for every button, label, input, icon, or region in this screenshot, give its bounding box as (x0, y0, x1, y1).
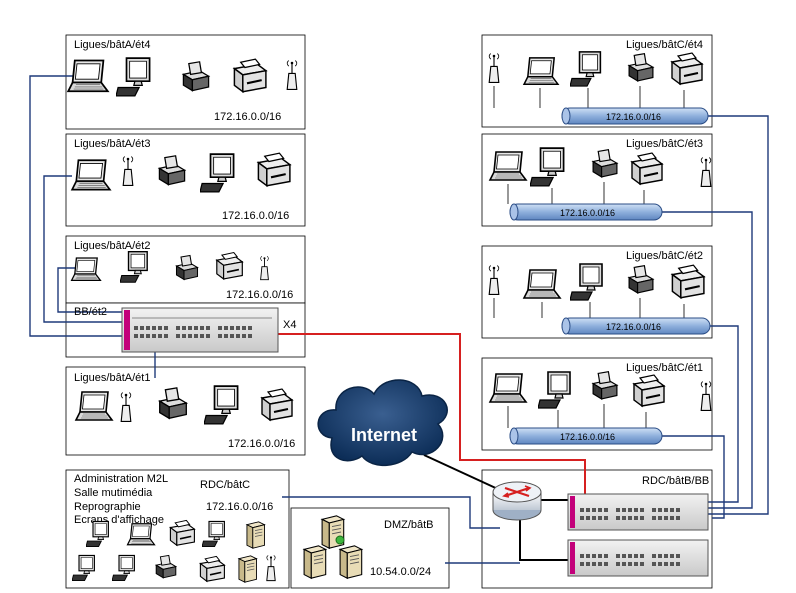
subnet-c-et1: 172.16.0.0/16 (560, 432, 615, 442)
server-icon (246, 521, 265, 549)
laptop-icon (67, 59, 109, 93)
zone-label-c-et2: Ligues/bâtC/ét2 (626, 250, 703, 262)
subnet-c-et3: 172.16.0.0/16 (560, 208, 615, 218)
red-uplink (270, 333, 586, 500)
bus-c-et3 (509, 203, 663, 221)
rdc-service-2: Salle mutimédia (74, 487, 153, 499)
switch-multiplier: X4 (283, 319, 296, 331)
laptop-icon (70, 257, 102, 282)
link-a-et2 (57, 267, 140, 313)
zone-label-rdc-c: RDC/bâtC (200, 479, 250, 491)
zone-label-c-et1: Ligues/bâtC/ét1 (626, 362, 703, 374)
subnet-rdc-c: 172.16.0.0/16 (206, 501, 273, 513)
rdc-service-1: Administration M2L (74, 473, 168, 485)
link-c-et2 (690, 325, 739, 503)
stacked-switch-bb-et2 (121, 307, 279, 353)
link-c-et4 (707, 115, 769, 515)
zone-label-dmz: DMZ/bâtB (384, 519, 434, 531)
subnet-a-et1: 172.16.0.0/16 (228, 438, 295, 450)
laptop-icon (489, 151, 527, 181)
zone-label-a-et2: Ligues/bâtA/ét2 (74, 240, 150, 252)
internet-label: Internet (351, 425, 417, 445)
link-rdc-c (282, 496, 500, 529)
router-icon (492, 481, 542, 521)
zone-label-a-et3: Ligues/bâtA/ét3 (74, 138, 150, 150)
zone-label-a-et1: Ligues/bâtA/ét1 (74, 372, 150, 384)
rdc-service-3: Reprographie (74, 501, 141, 513)
laptop-icon (523, 57, 559, 85)
server-icon (339, 545, 363, 579)
link-internet (423, 454, 501, 491)
link-a-et4 (29, 75, 122, 337)
laptop-icon (489, 373, 527, 403)
link-c-et3 (660, 211, 753, 509)
laptop-icon (523, 269, 561, 299)
internet-cloud (317, 379, 448, 467)
bus-c-et4 (561, 107, 709, 125)
subnet-c-et2: 172.16.0.0/16 (606, 322, 661, 332)
laptop-icon (75, 391, 113, 421)
link-a-et3 (43, 175, 130, 323)
core-switch-1 (567, 493, 709, 531)
subnet-dmz: 10.54.0.0/24 (370, 566, 431, 578)
subnet-a-et2: 172.16.0.0/16 (226, 289, 293, 301)
bus-c-et1 (509, 427, 663, 445)
zone-label-c-et4: Ligues/bâtC/ét4 (626, 39, 703, 51)
bus-c-et2 (561, 317, 711, 335)
zone-label-c-et3: Ligues/bâtC/ét3 (626, 138, 703, 150)
laptop-icon (71, 159, 111, 191)
zone-label-bb-et2: BB/ét2 (74, 306, 107, 318)
link-c-et1 (658, 435, 725, 519)
zone-label-core: RDC/bâtB/BB (642, 475, 709, 487)
link-router-dmz-switch (519, 520, 572, 561)
subnet-c-et4: 172.16.0.0/16 (606, 112, 661, 122)
server-icon (238, 555, 257, 583)
web-server-badge-icon (335, 535, 345, 545)
laptop-icon (126, 523, 156, 546)
subnet-a-et3: 172.16.0.0/16 (222, 210, 289, 222)
server-icon (303, 545, 327, 579)
zone-label-a-et4: Ligues/bâtA/ét4 (74, 39, 150, 51)
subnet-a-et4: 172.16.0.0/16 (214, 111, 281, 123)
core-switch-2 (567, 539, 709, 577)
